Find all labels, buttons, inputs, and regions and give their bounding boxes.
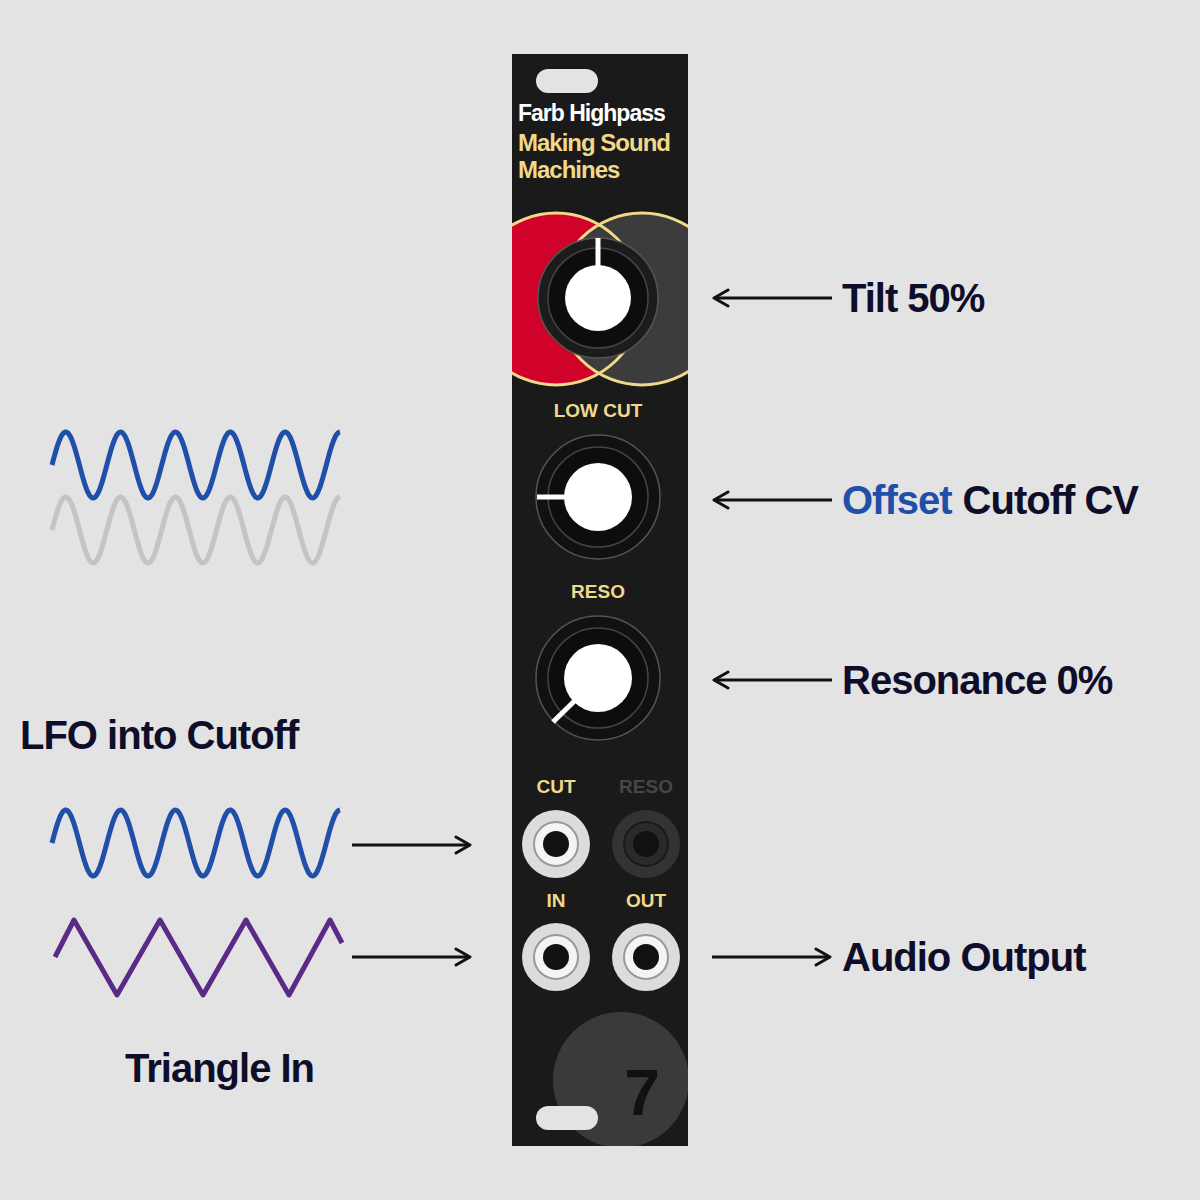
cut-jack: [522, 810, 590, 878]
setting-note: Tilt 50%: [842, 275, 984, 321]
jack-label-group: RESO: [606, 776, 686, 882]
jack-label-group: OUT: [606, 890, 686, 996]
pointer-arrows: [352, 298, 832, 957]
triangle-wave: [55, 920, 342, 995]
in-jack: [522, 923, 590, 991]
mounting-slot: [536, 1106, 598, 1130]
setting-note: Cutoff CV: [963, 477, 1138, 523]
panel-legend-text: LOW CUT: [538, 400, 658, 422]
panel-legend-text: OUT: [606, 890, 686, 912]
panel-legend-text: RESO: [538, 581, 658, 603]
panel-legend-text: IN: [516, 890, 596, 912]
pointer-arrow: [714, 499, 832, 502]
mounting-slot: [536, 69, 598, 93]
signal-label: Audio Output: [842, 934, 1085, 980]
setting-note: Resonance 0%: [842, 657, 1112, 703]
out-jack: [612, 923, 680, 991]
tilt-knob: [538, 238, 658, 358]
grey-circle: [556, 213, 688, 385]
reso-knob: [536, 616, 660, 740]
jack-label-group: IN: [516, 890, 596, 996]
pointer-arrow: [712, 956, 830, 959]
venn-outline: [556, 213, 688, 385]
knob-label-group: LOW CUT: [538, 400, 658, 560]
panel-title: Making Sound Machines: [518, 129, 684, 183]
knob-label-group: RESO: [538, 581, 658, 741]
module-panel: Farb HighpassMaking Sound MachinesLOW CU…: [512, 54, 688, 1146]
panel-legend-text: CUT: [516, 776, 596, 798]
signal-label: Triangle In: [125, 1045, 314, 1091]
pointer-arrow: [352, 844, 470, 847]
pointer-arrow: [714, 679, 832, 682]
jack-label-group: CUT: [516, 776, 596, 882]
venn-outline: [512, 213, 642, 385]
pointer-arrow: [352, 956, 470, 959]
setting-note-highlight: Offset: [842, 477, 952, 523]
reso-jack-disabled: [612, 810, 680, 878]
low-cut-knob: [536, 435, 660, 559]
lfo-sine-wave: [52, 810, 340, 876]
offset-sine-wave: [52, 497, 340, 563]
panel-graphics: [512, 213, 688, 1146]
pointer-arrow: [714, 297, 832, 300]
panel-title: Farb Highpass: [518, 100, 684, 126]
panel-legend-text: RESO: [606, 776, 686, 798]
module-number: 7: [624, 1057, 660, 1131]
lfo-sine-wave: [52, 432, 340, 498]
signal-label: LFO into Cutoff: [20, 712, 298, 758]
